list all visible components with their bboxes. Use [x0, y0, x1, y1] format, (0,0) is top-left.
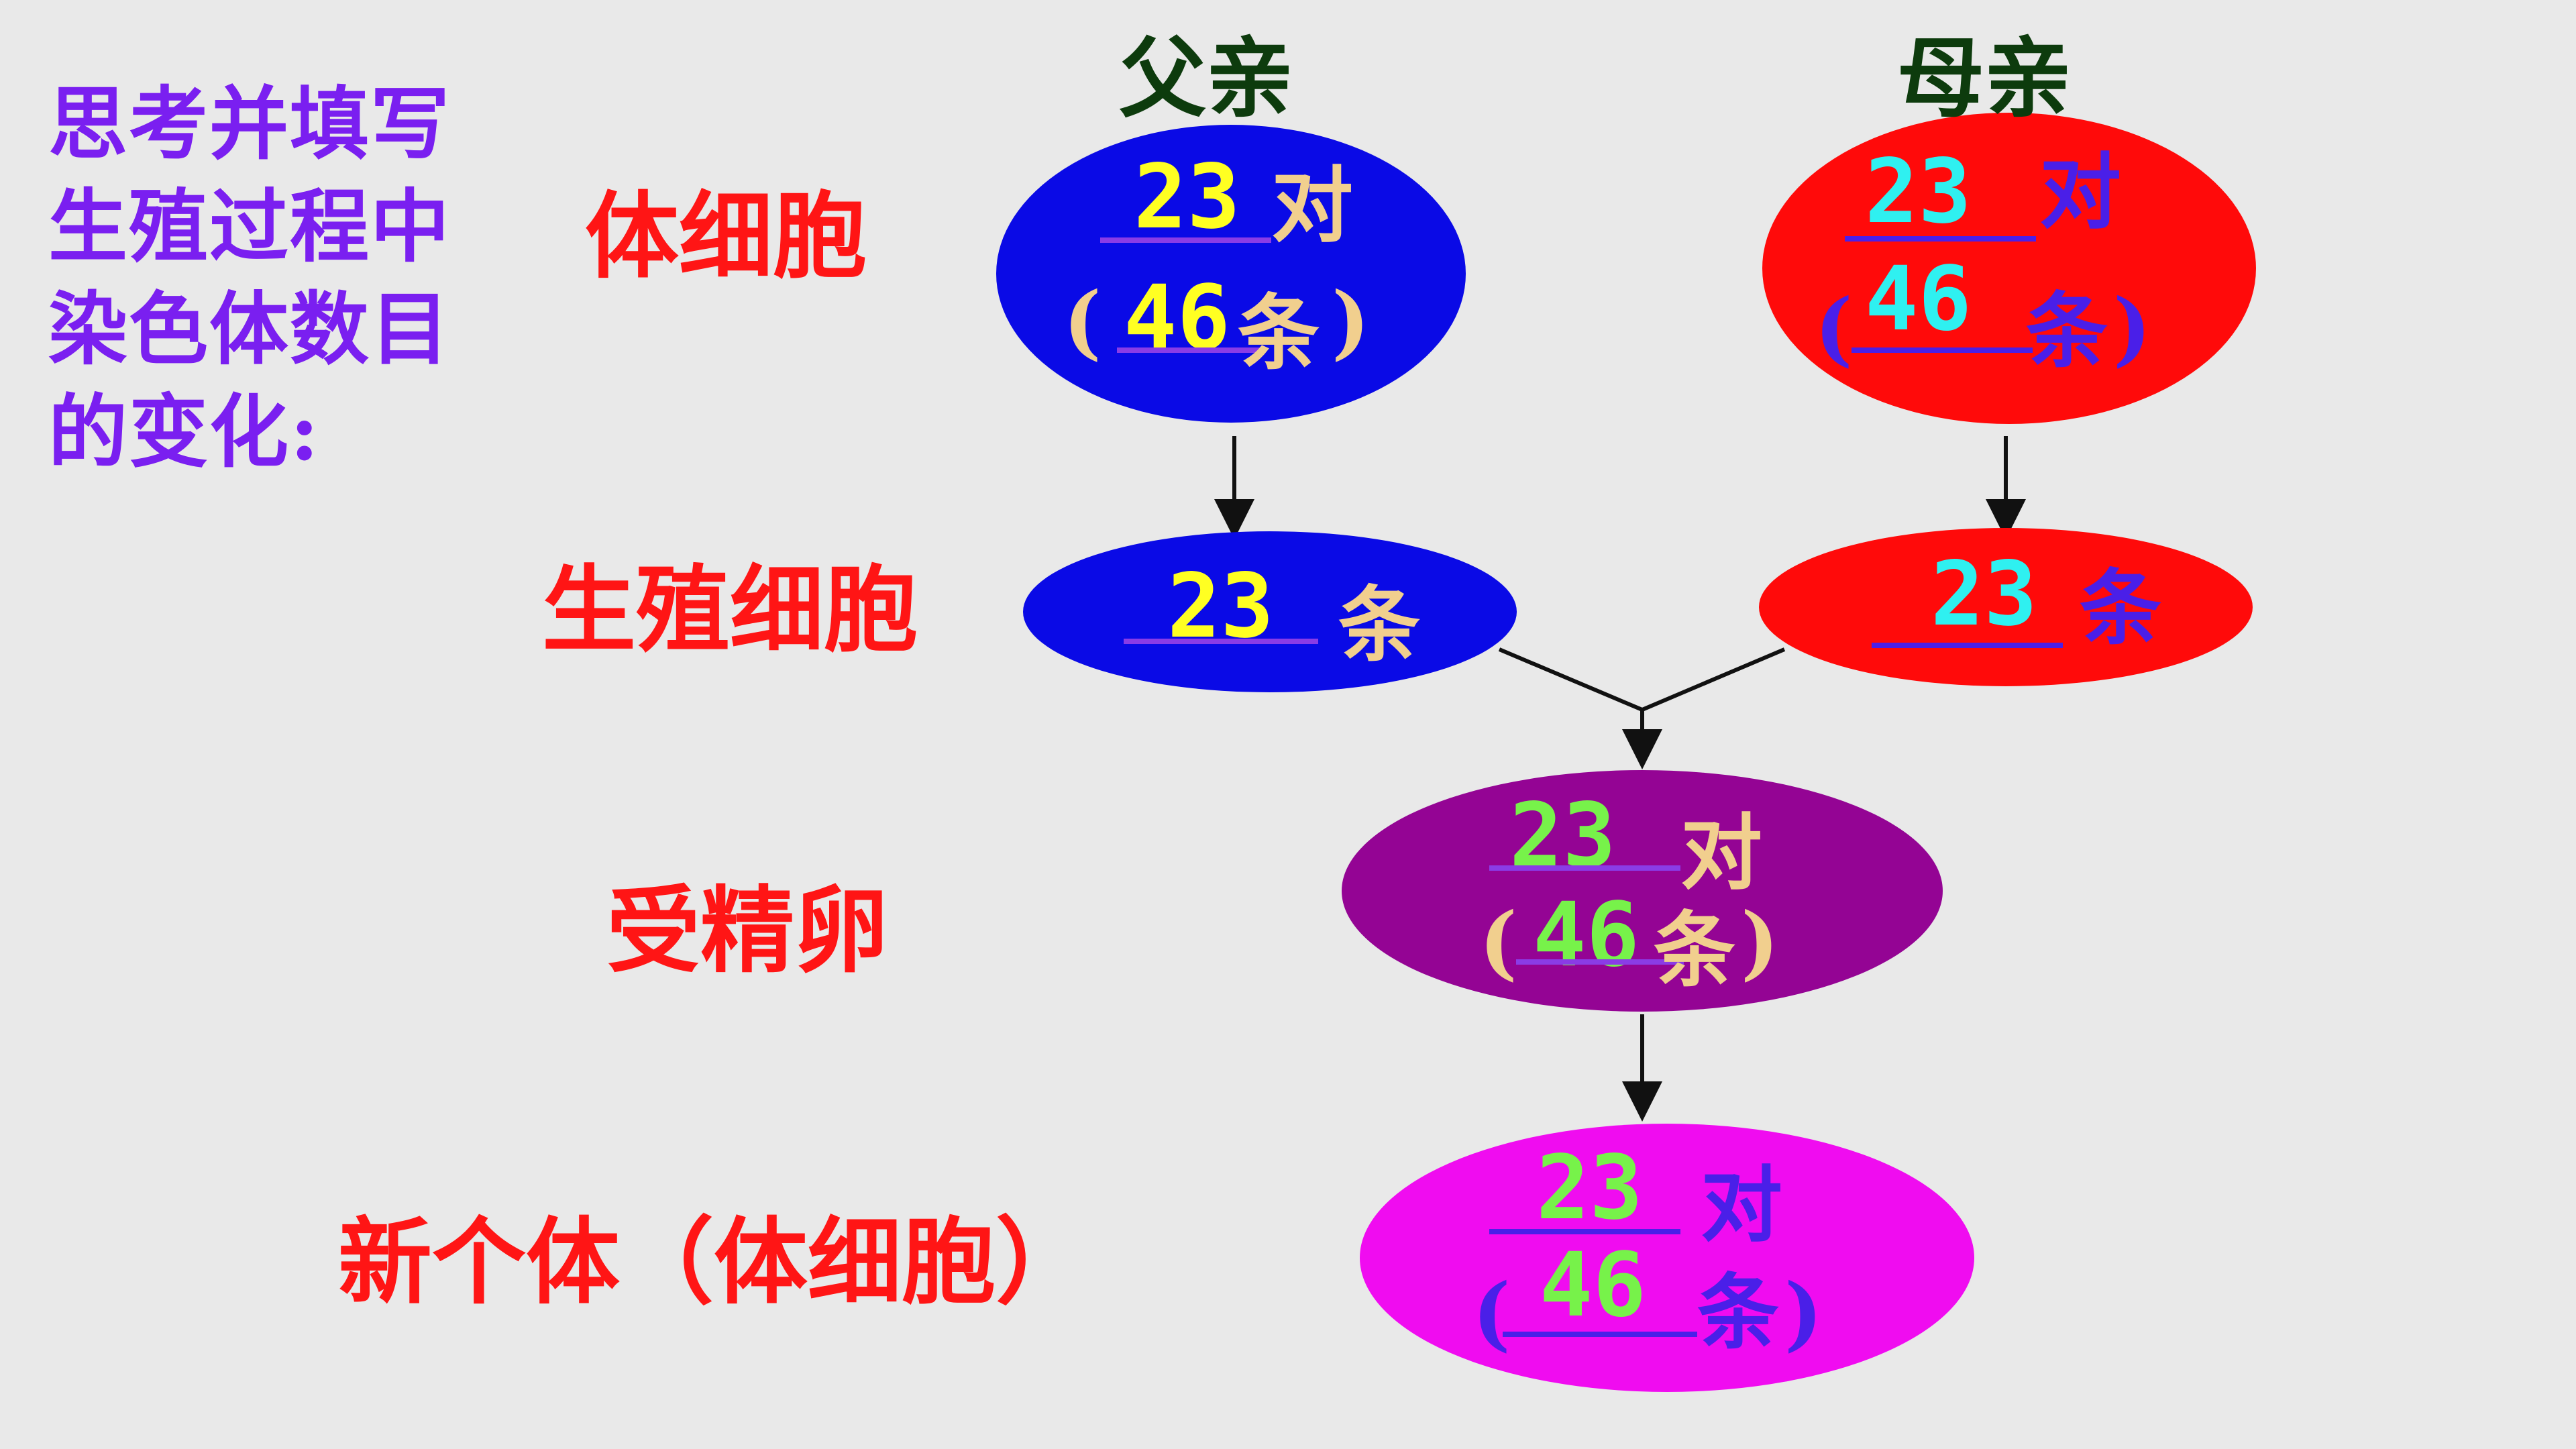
zygote-open-paren: ( [1479, 895, 1517, 989]
mother-somatic-pair-unit: 对 [2039, 144, 2121, 240]
offspring-count-underline [1503, 1332, 1697, 1337]
offspring-cell [1360, 1124, 1974, 1392]
zygote-count-unit: 条 [1654, 902, 1735, 998]
label-somatic-cell: 体细胞 [585, 182, 867, 292]
offspring-pair-unit: 对 [1701, 1157, 1782, 1253]
offspring-close-paren: ) [1784, 1266, 1823, 1360]
offspring-count: 46 [1540, 1234, 1646, 1337]
mother-somatic-count: 46 [1865, 248, 1972, 351]
zygote-cell [1342, 770, 1943, 1012]
mother-somatic-open-paren: ( [1815, 281, 1853, 376]
mother-somatic-close-paren: ) [2113, 281, 2151, 376]
mother-somatic-pairs: 23 [1865, 140, 1972, 244]
mother-germ-unit: 条 [2080, 559, 2161, 656]
zygote-count-underline [1516, 959, 1684, 965]
offspring-open-paren: ( [1472, 1266, 1511, 1360]
mother-somatic-count-unit: 条 [2026, 282, 2108, 379]
father-germ-cell [1023, 531, 1517, 692]
father-pairs-underline [1100, 237, 1271, 243]
zygote-close-paren: ) [1741, 895, 1779, 989]
label-germ-cell: 生殖细胞 [542, 555, 918, 665]
mother-pairs-underline [1845, 236, 2036, 241]
father-somatic-close-paren: ) [1332, 274, 1370, 369]
father-germ-underline [1124, 639, 1318, 644]
father-germ-unit: 条 [1338, 576, 1420, 673]
father-germ-count: 23 [1167, 555, 1274, 658]
mother-germ-underline [1872, 643, 2063, 648]
zygote-pair-unit: 对 [1680, 804, 1762, 901]
father-somatic-pairs: 23 [1134, 146, 1240, 249]
merge-line [1498, 647, 1786, 712]
father-somatic-pair-unit: 对 [1271, 157, 1353, 254]
father-header: 父亲 [1119, 27, 1294, 129]
offspring-pairs: 23 [1536, 1136, 1643, 1240]
father-somatic-count-unit: 条 [1238, 284, 1320, 381]
father-somatic-open-paren: ( [1063, 274, 1102, 369]
mother-count-underline [1851, 347, 2033, 353]
zygote-count: 46 [1533, 883, 1640, 987]
mother-header: 母亲 [1897, 27, 2072, 129]
father-count-underline [1117, 347, 1265, 353]
side-note: 思考并填写生殖过程中染色体数目的变化: [48, 77, 451, 478]
label-offspring: 新个体（体细胞） [338, 1208, 1090, 1318]
father-somatic-cell [996, 125, 1466, 423]
mother-germ-count: 23 [1931, 543, 2037, 646]
label-zygote: 受精卵 [606, 876, 889, 986]
mother-somatic-cell [1762, 113, 2256, 424]
zygote-pairs-underline [1489, 865, 1680, 871]
offspring-count-unit: 条 [1697, 1264, 1779, 1360]
offspring-pairs-underline [1489, 1229, 1680, 1234]
